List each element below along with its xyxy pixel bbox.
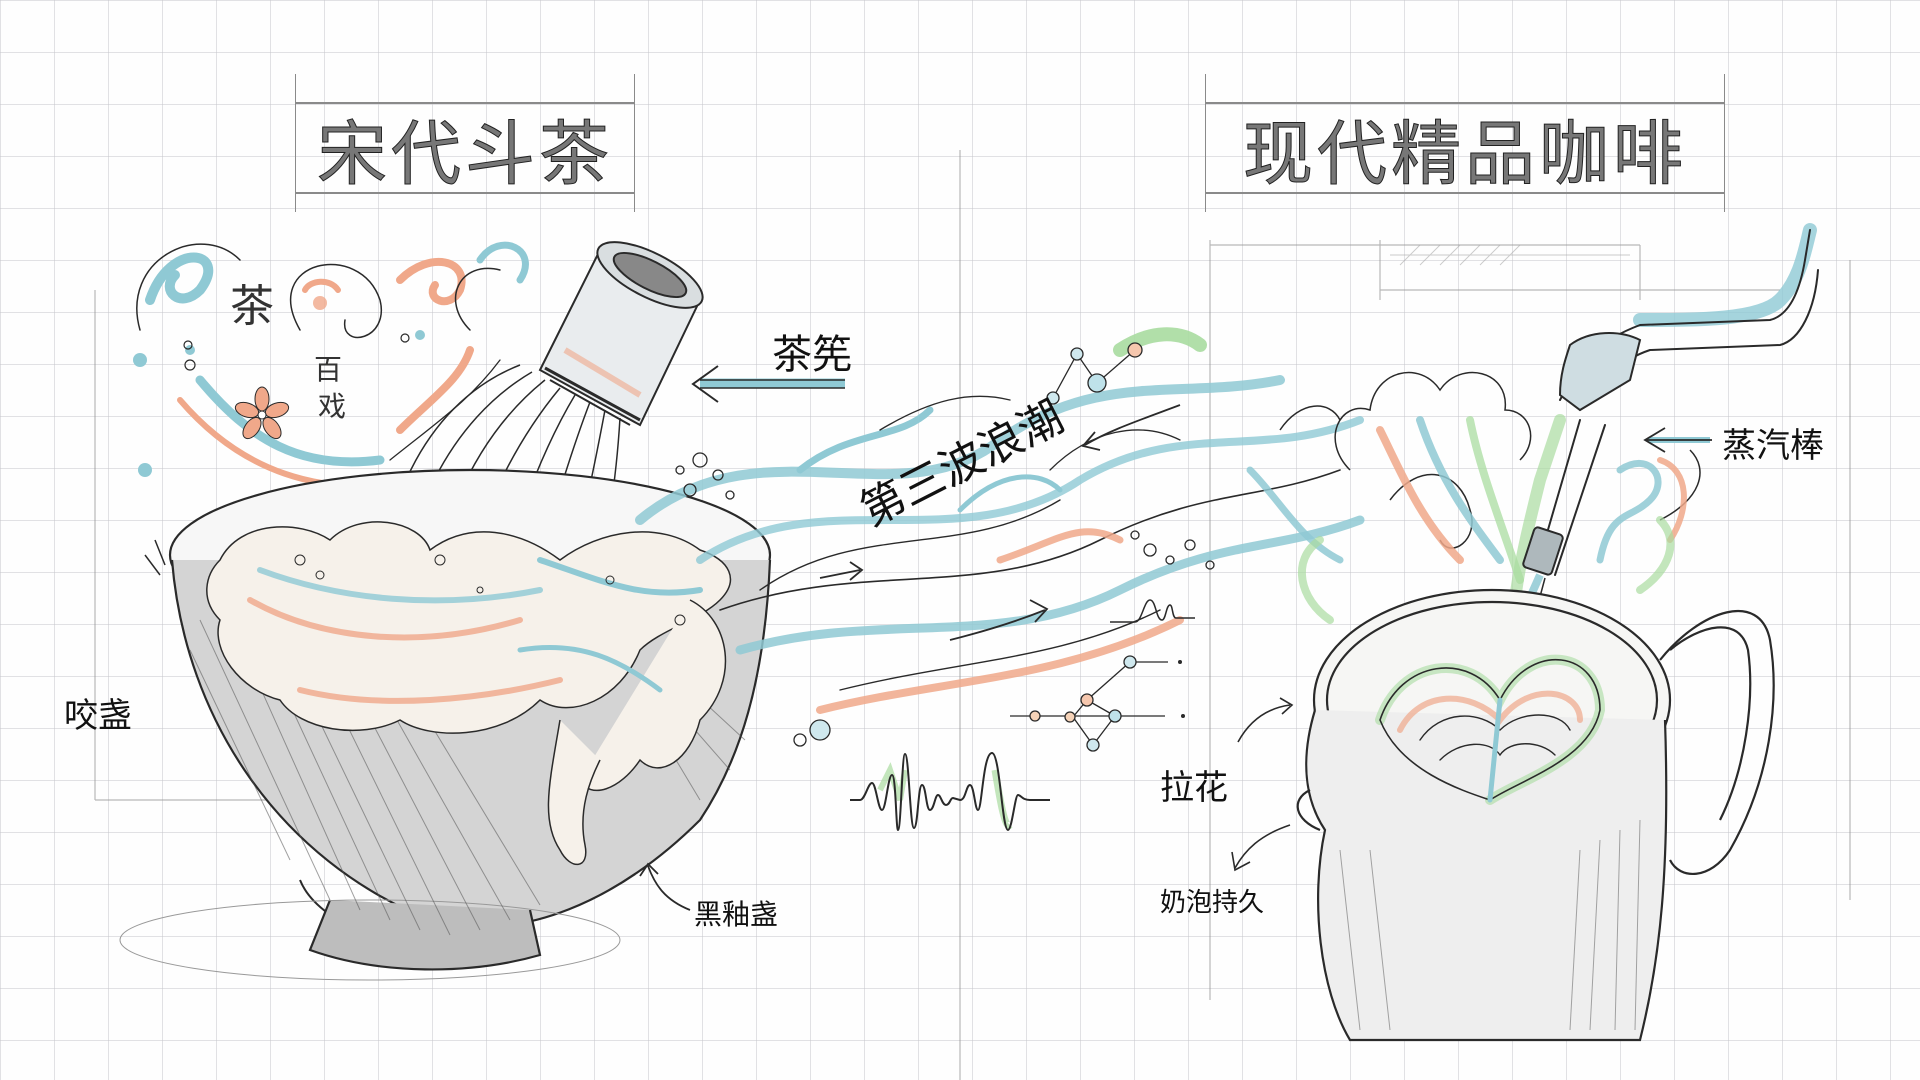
calligraphy-hundred: 百 [314, 353, 343, 386]
title-modern-specialty-coffee: 现代精品咖啡 [1205, 74, 1725, 212]
calligraphy-play: 戏 [318, 390, 347, 423]
label-latte-art: 拉花 [1160, 768, 1228, 808]
title-right-text: 现代精品咖啡 [1243, 112, 1687, 195]
label-lasting-foam: 奶泡持久 [1160, 888, 1265, 918]
calligraphy-tea: 茶 [230, 281, 274, 332]
label-steam-wand: 蒸汽棒 [1722, 426, 1824, 466]
title-left-text: 宋代斗茶 [317, 112, 613, 195]
label-bowl-edge: 咬盏 [64, 696, 132, 736]
label-black-glazed-bowl: 黑釉盏 [694, 898, 779, 931]
label-whisk: 茶筅 [772, 332, 852, 378]
title-song-dynasty-tea: 宋代斗茶 [295, 74, 635, 212]
